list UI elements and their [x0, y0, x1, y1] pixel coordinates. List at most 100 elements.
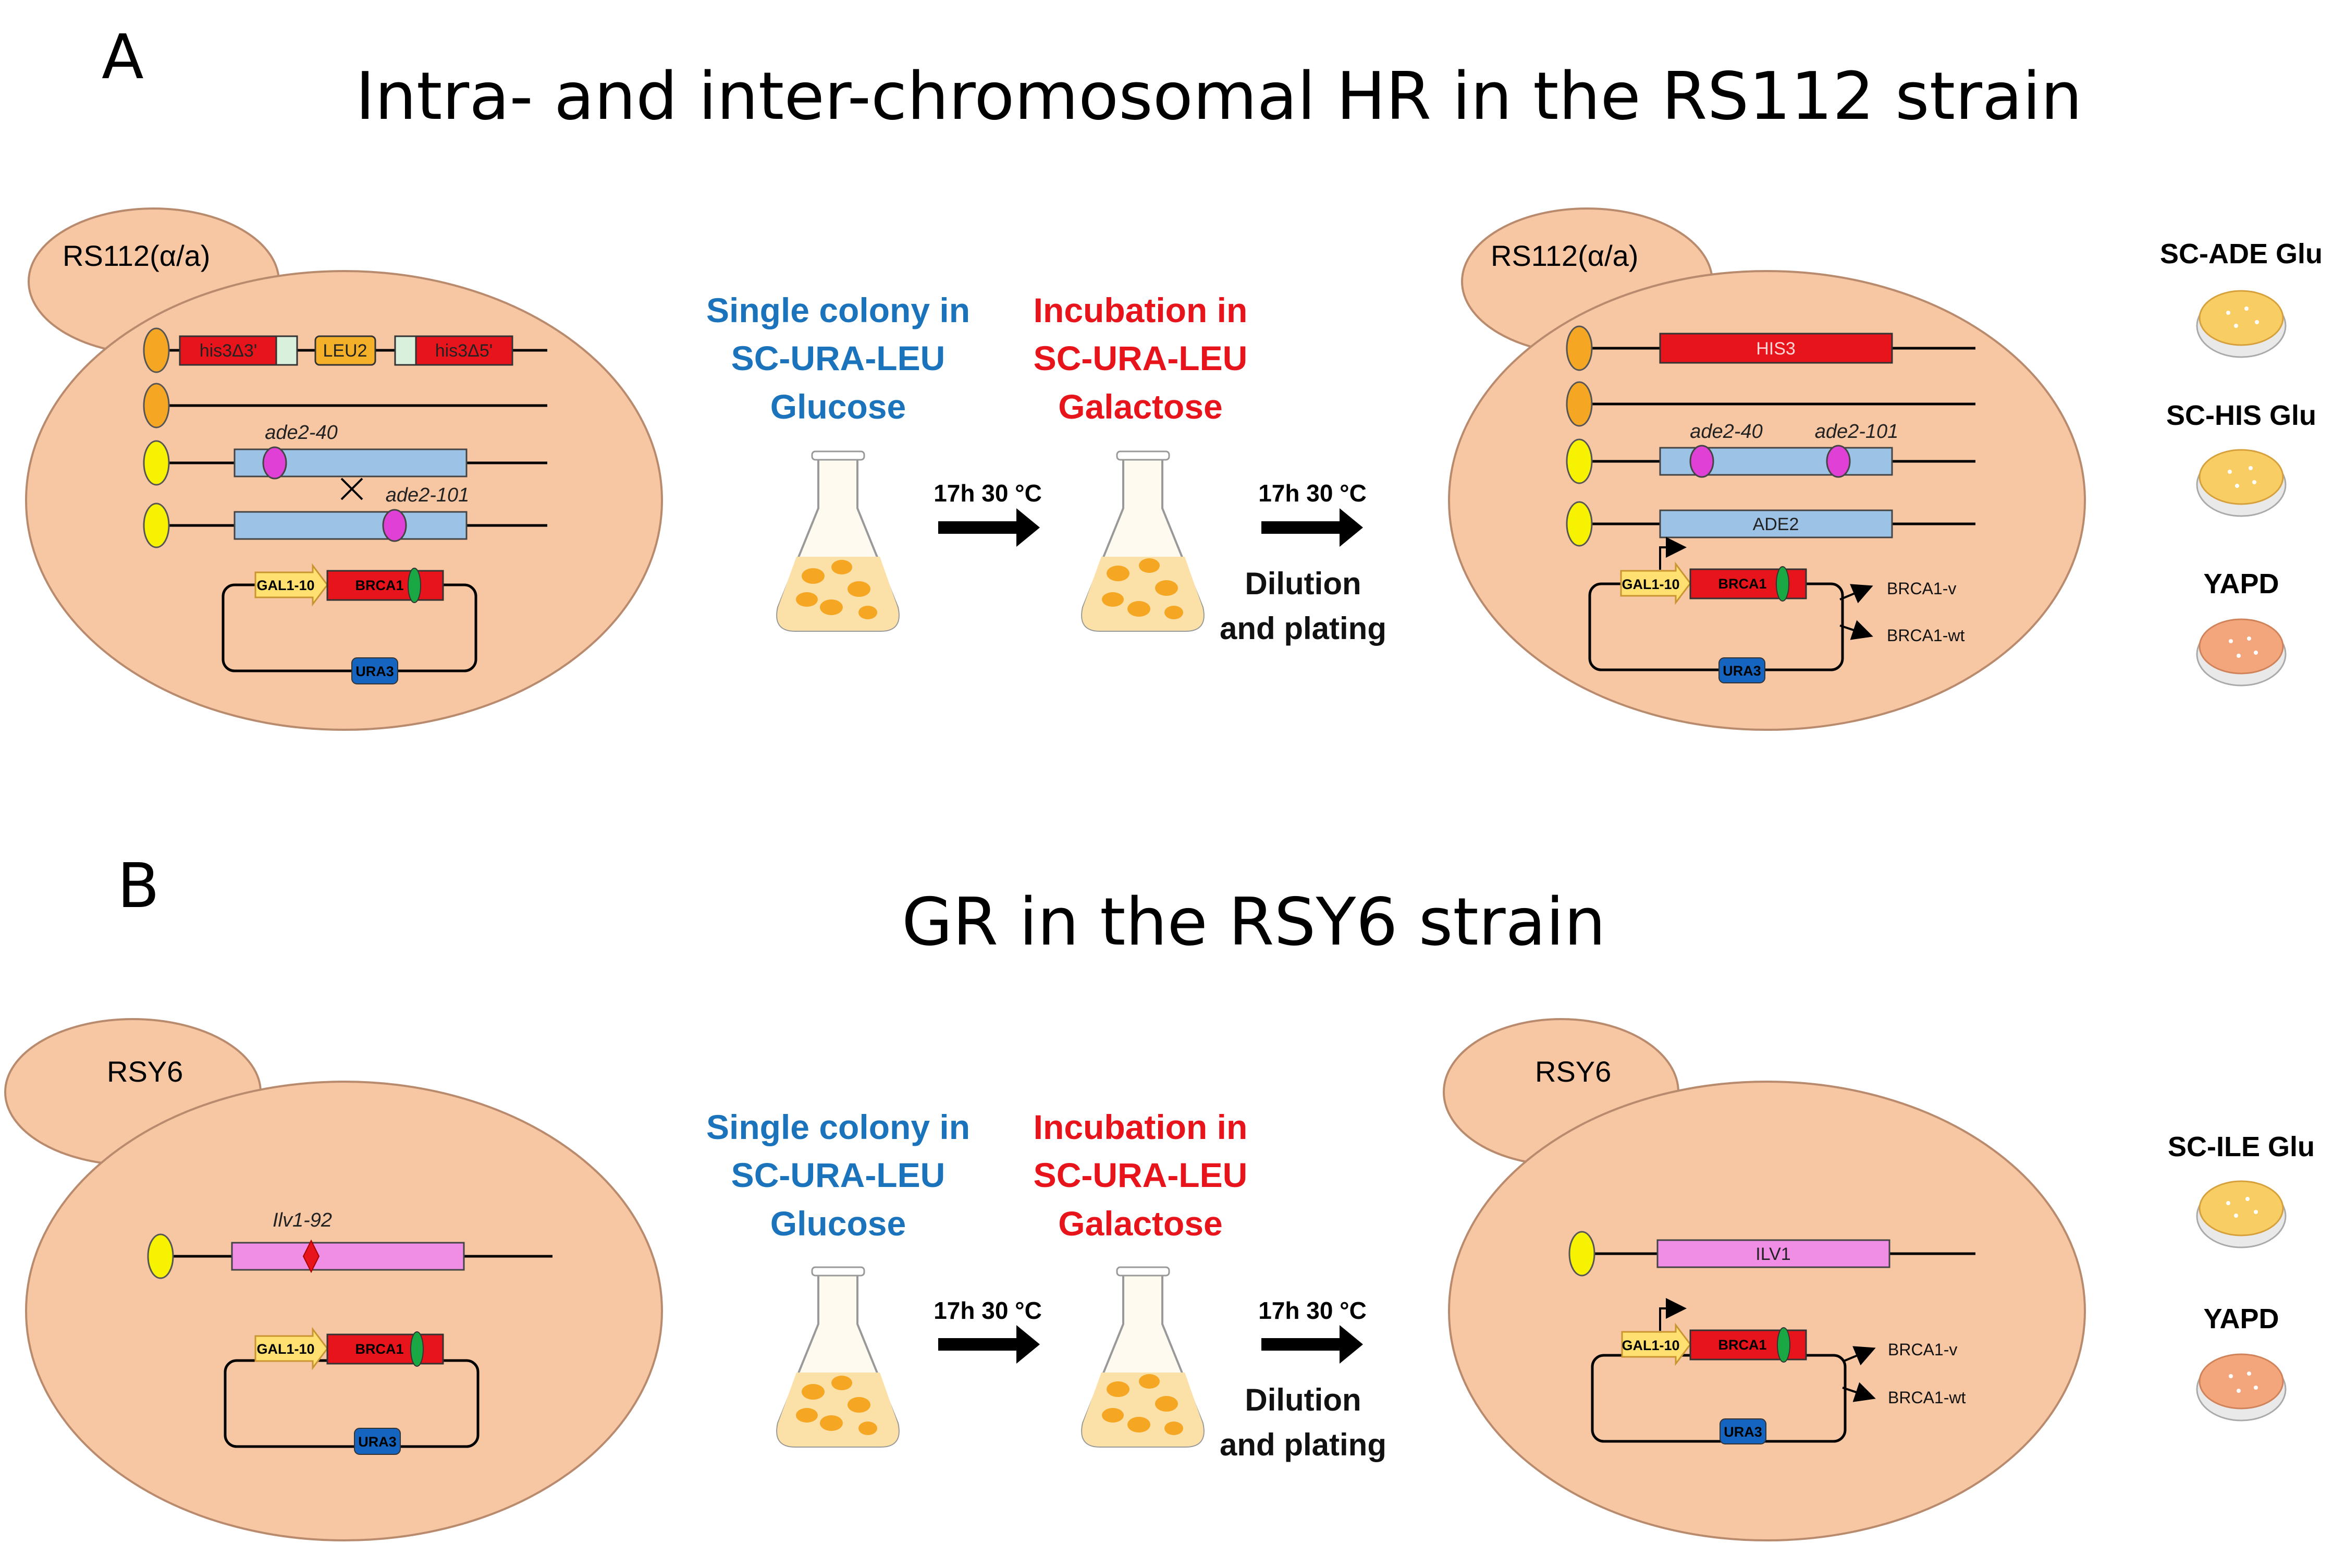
- transcription-start-icon: [1659, 537, 1687, 570]
- gene-label: LEU2: [323, 341, 367, 361]
- cell-body: [1448, 270, 2086, 731]
- step-line: Glucose: [770, 1204, 906, 1243]
- cell-b-after: RSY6 ILV1 GAL1-10 BRCA1 URA3 BRCA1-v: [1443, 1018, 2086, 1541]
- mutation-label: ade2-40: [265, 422, 337, 444]
- gene-label: URA3: [1723, 663, 1761, 679]
- crossover-mark: [340, 477, 363, 500]
- gene-ade2: [1659, 509, 1893, 538]
- flask-icon: [1081, 450, 1205, 632]
- mutation-marker: [382, 509, 407, 542]
- step-line: SC-URA-LEU: [1034, 339, 1248, 377]
- mutation-marker: [302, 1239, 320, 1273]
- centromere-icon: [143, 440, 170, 486]
- gene-ilv1: [231, 1242, 465, 1271]
- centromere-icon: [143, 503, 170, 548]
- centromere-icon: [1566, 325, 1593, 371]
- promoter-arrow-icon: [1620, 561, 1691, 605]
- cell-a-before: RS112(α/a) his3Δ3' LEU2 his3Δ5': [25, 207, 663, 731]
- step-1-a: Single colony in SC-URA-LEU Glucose: [706, 291, 970, 426]
- cell-a-after: RS112(α/a) HIS3 ade2-40 ade2-101: [1448, 207, 2086, 731]
- gene-label: ADE2: [1753, 514, 1799, 534]
- step-2-a: Incubation in SC-URA-LEU Galactose: [1034, 291, 1248, 426]
- dilution-line: and plating: [1220, 611, 1386, 646]
- petri-dish-icon: [2196, 1180, 2287, 1248]
- chromosome-ade2-double: ade2-40 ade2-101: [1566, 421, 1975, 484]
- flask-icon: [776, 1266, 900, 1448]
- chromosome-his3-leu2: his3Δ3' LEU2 his3Δ5': [143, 327, 547, 373]
- step-line: Incubation in: [1034, 1108, 1248, 1146]
- gene-label: BRCA1: [1718, 576, 1766, 592]
- gene-label: ILV1: [1755, 1244, 1790, 1264]
- step-line: Incubation in: [1034, 291, 1248, 329]
- gene-label: GAL1-10: [1622, 577, 1679, 592]
- plate-label: YAPD: [2203, 568, 2279, 599]
- chromosome-homolog: [143, 383, 547, 428]
- arrow-right-icon: [938, 508, 1040, 547]
- transcription-start-icon: [1659, 1298, 1687, 1331]
- panel-a-title: Intra- and inter-chromosomal HR in the R…: [355, 58, 2082, 134]
- petri-dish-icon: [2196, 290, 2287, 358]
- panel-b: B GR in the RSY6 strain RSY6 Ilv1-92 GAL…: [4, 850, 2315, 1541]
- branch-arrow-icon: [1839, 620, 1873, 640]
- branch-arrow-icon: [1842, 1346, 1876, 1366]
- gene-label: BRCA1: [1718, 1337, 1766, 1353]
- gene-ilv1: [1656, 1239, 1890, 1268]
- panel-b-title: GR in the RSY6 strain: [902, 884, 1606, 960]
- variant-label: BRCA1-v: [1887, 579, 1956, 598]
- step-2-b: Incubation in SC-URA-LEU Galactose: [1034, 1108, 1248, 1243]
- centromere-icon: [143, 327, 170, 373]
- promoter-arrow-icon: [254, 1327, 328, 1370]
- promoter-arrow-icon: [254, 563, 328, 607]
- centromere-icon: [1566, 438, 1593, 484]
- condition-label: 17h 30 °C: [1258, 1297, 1367, 1324]
- flask-icon: [776, 450, 900, 632]
- gene-label: GAL1-10: [1622, 1338, 1679, 1353]
- chromosome-homolog: [1566, 381, 1975, 427]
- step-line: SC-URA-LEU: [731, 1156, 946, 1194]
- condition-label: 17h 30 °C: [934, 1297, 1042, 1324]
- mutation-marker: [1826, 445, 1851, 478]
- variant-marker: [410, 1331, 424, 1367]
- dilution-line: Dilution: [1245, 566, 1361, 601]
- gene-ura3: [354, 1428, 401, 1455]
- cell-body: [1448, 1081, 2086, 1541]
- plate-label: YAPD: [2203, 1303, 2279, 1334]
- chromosome-ade2-wt: ADE2: [1566, 501, 1975, 547]
- centromere-icon: [143, 383, 170, 428]
- chromosome-ilv1: Ilv1-92: [147, 1209, 552, 1279]
- gene-label: GAL1-10: [256, 578, 314, 593]
- step-line: Galactose: [1058, 1204, 1223, 1243]
- mutation-label: ade2-101: [1815, 421, 1899, 443]
- plate-label: SC-HIS Glu: [2166, 400, 2316, 431]
- plasmid: GAL1-10 BRCA1 URA3 BRCA1-v BRCA1-wt: [1591, 1298, 1966, 1444]
- branch-arrow-icon: [1842, 1382, 1876, 1402]
- gene-label: his3Δ3': [200, 341, 257, 361]
- variant-marker: [408, 568, 421, 603]
- centromere-icon: [1568, 1231, 1595, 1277]
- strain-label: RSY6: [107, 1055, 183, 1088]
- petri-dish-icon: [2196, 449, 2287, 517]
- panel-b-letter: B: [117, 850, 159, 922]
- centromere-icon: [147, 1233, 174, 1279]
- arrow-right-icon: [1261, 1325, 1363, 1364]
- condition-label: 17h 30 °C: [934, 480, 1042, 507]
- chromosome-ilv1-wt: ILV1: [1568, 1231, 1975, 1277]
- mutation-label: ade2-101: [386, 484, 470, 506]
- plasmid: GAL1-10 BRCA1 URA3: [224, 1327, 480, 1455]
- chromosome-ade2-101: ade2-101: [143, 484, 547, 548]
- arrow-right-icon: [1261, 508, 1363, 547]
- gene-label: BRCA1: [355, 1341, 403, 1357]
- chromosome-ade2-40: ade2-40: [143, 422, 547, 486]
- gene-label: his3Δ5': [435, 341, 493, 361]
- gene-his3: [1659, 333, 1893, 364]
- dilution-line: Dilution: [1245, 1382, 1361, 1417]
- plate-label: SC-ILE Glu: [2168, 1131, 2315, 1162]
- gene-label: URA3: [358, 1434, 397, 1450]
- promoter-arrow-icon: [1621, 1322, 1691, 1366]
- gene-ura3: [1718, 657, 1765, 683]
- panel-a-letter: A: [102, 21, 144, 93]
- gene-label: GAL1-10: [256, 1341, 314, 1357]
- gene-ade2: [234, 511, 468, 540]
- strain-label: RS112(α/a): [63, 239, 210, 272]
